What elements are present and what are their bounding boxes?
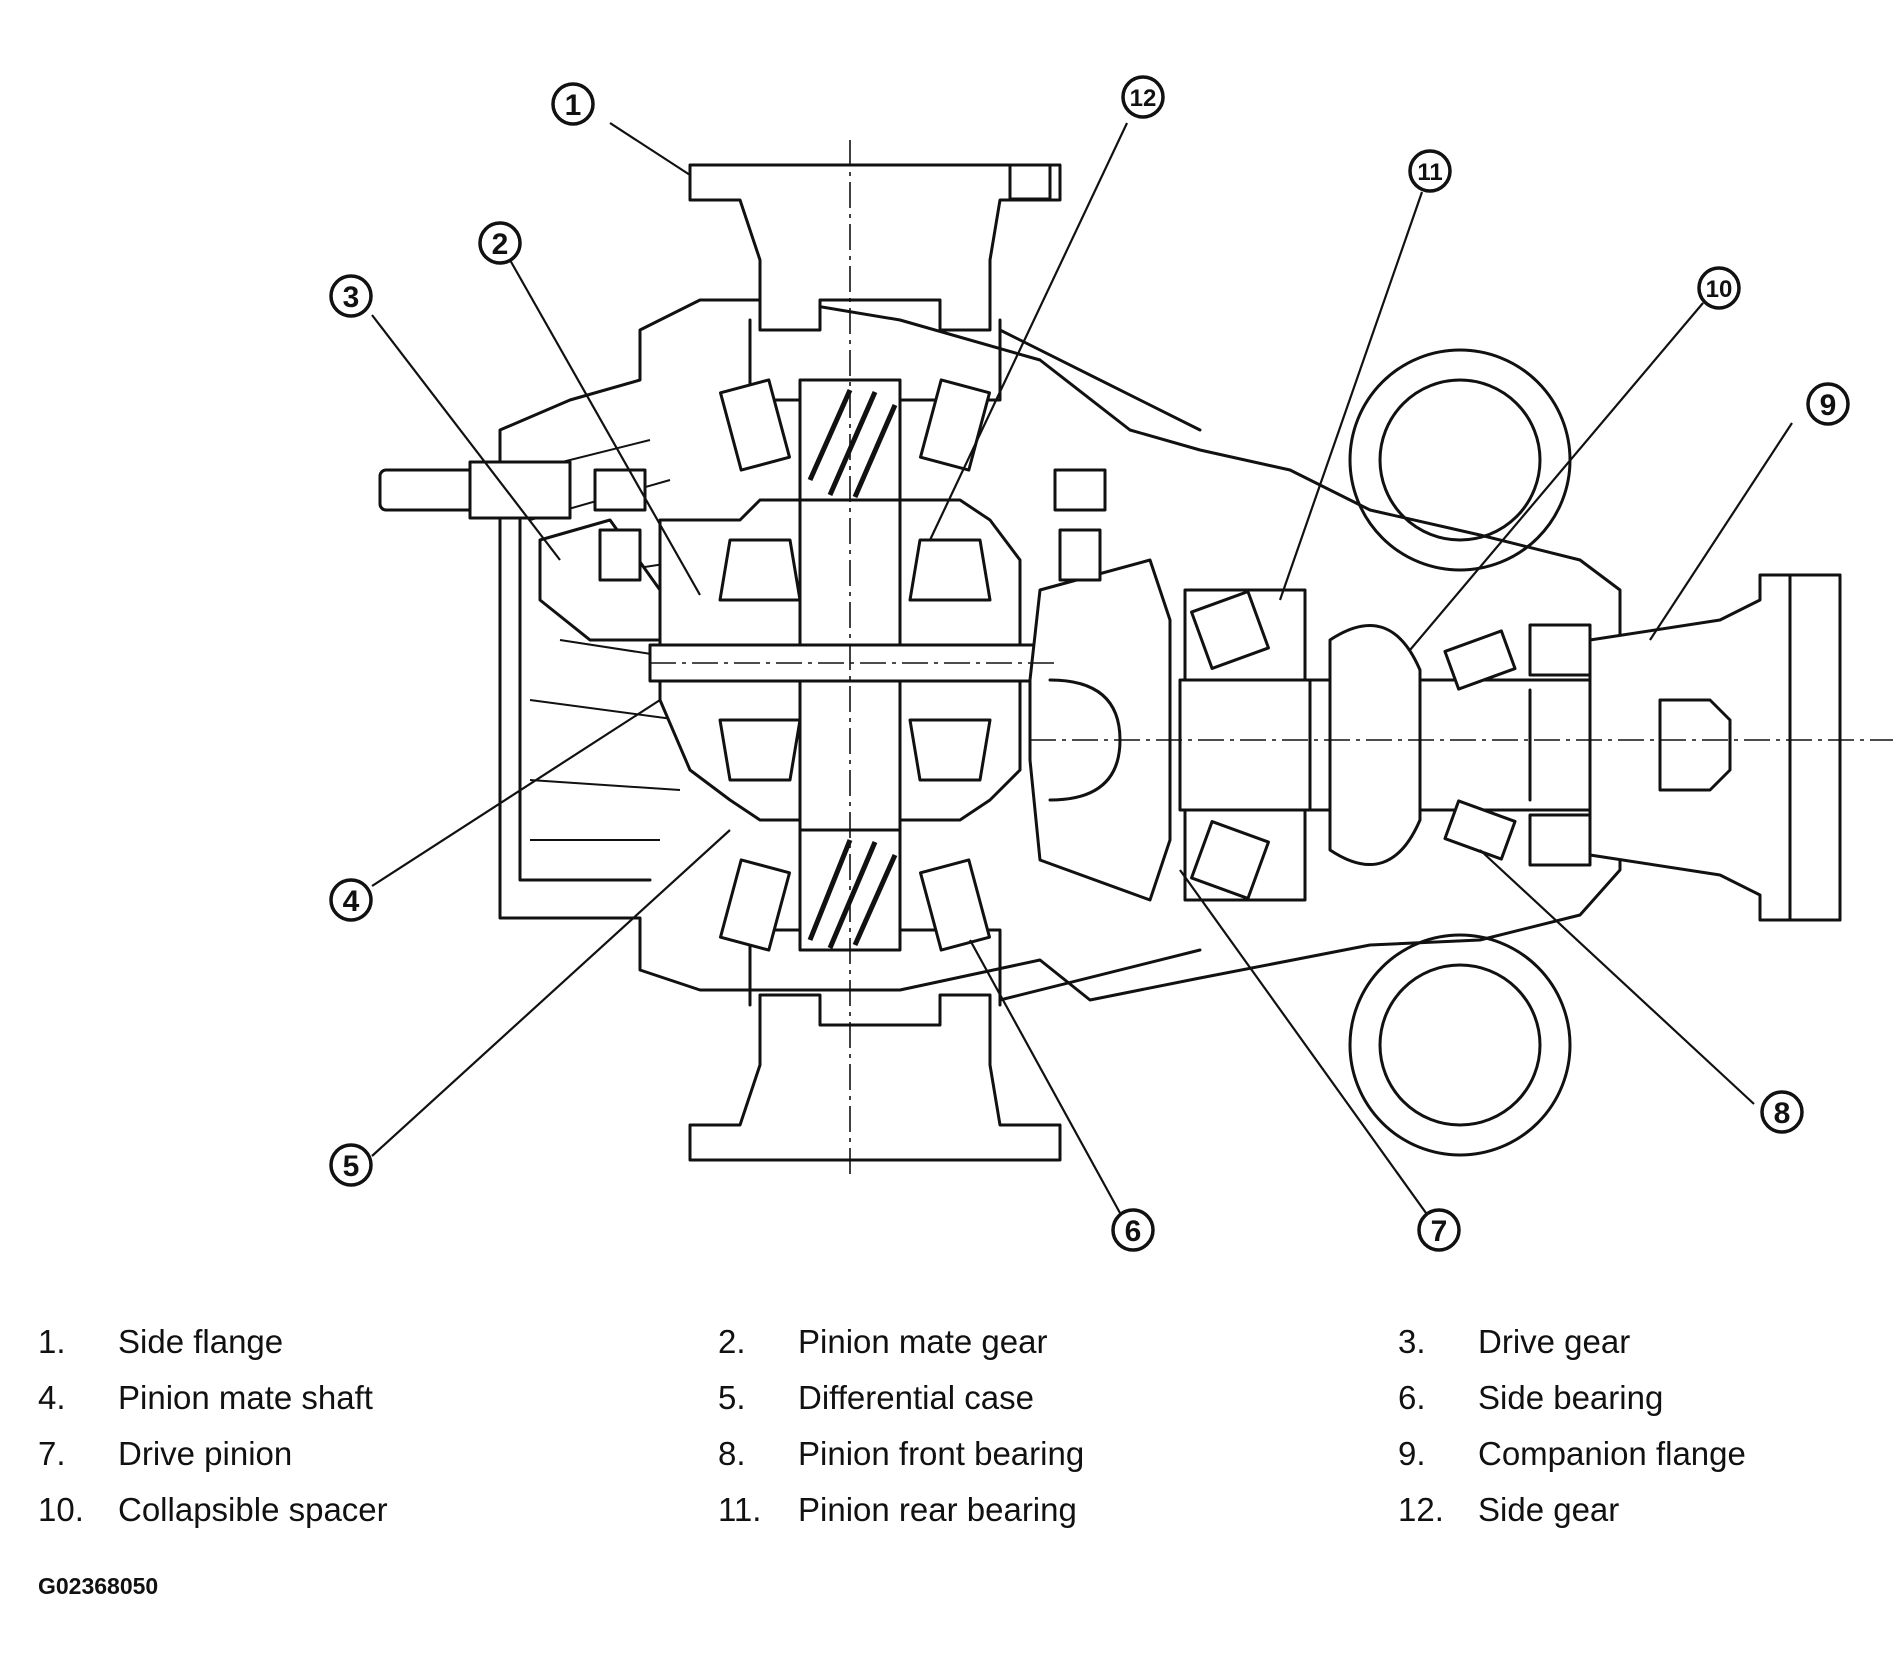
lower-mount-boss-inner	[1378, 963, 1542, 1127]
pinion-rear-bearing	[1183, 588, 1307, 902]
legend-number: 11.	[718, 1491, 762, 1528]
housing-inner-wall	[518, 328, 1202, 1002]
callout-3: 3	[329, 274, 373, 318]
legend-number: 2.	[718, 1323, 746, 1360]
pinion-mate-gear-top-right	[908, 538, 992, 602]
companion-flange-face	[1788, 573, 1842, 922]
legend-number: 1.	[38, 1323, 66, 1360]
svg-text:8: 8	[1774, 1097, 1791, 1130]
pinion-mate-gear-top	[718, 538, 802, 602]
differential-cross-section-diagram: 1 2 3 4 5 6 7 8 9 10 11 12	[329, 75, 1893, 1252]
svg-text:7: 7	[1431, 1215, 1448, 1248]
housing-outline	[498, 298, 1622, 1002]
leader-lines	[371, 122, 1793, 1214]
side-bearing-top-left	[718, 378, 792, 472]
svg-text:10: 10	[1706, 276, 1733, 303]
svg-text:5: 5	[343, 1150, 360, 1183]
callout-11: 11	[1408, 149, 1452, 193]
legend-number: 4.	[38, 1379, 66, 1416]
legend-number: 9.	[1398, 1435, 1426, 1472]
legend-label: Pinion mate gear	[798, 1323, 1048, 1360]
legend-label: Pinion mate shaft	[118, 1379, 373, 1416]
parts-legend: 1. Side flange 2. Pinion mate gear 3. Dr…	[38, 1322, 1858, 1552]
svg-text:11: 11	[1417, 159, 1442, 186]
pinion-front-bearing	[1443, 629, 1517, 861]
callout-12: 12	[1121, 75, 1165, 119]
case-bolt-left-head	[593, 468, 647, 512]
callout-6: 6	[1111, 1208, 1155, 1252]
drive-gear-right	[1028, 558, 1172, 902]
collapsible-spacer	[1328, 624, 1422, 866]
side-bearing-bottom-right	[918, 858, 992, 952]
svg-text:12: 12	[1130, 85, 1157, 112]
svg-text:4: 4	[343, 885, 360, 918]
svg-text:1: 1	[565, 89, 582, 122]
legend-label: Drive gear	[1478, 1323, 1631, 1360]
case-bolt-left	[598, 528, 642, 582]
svg-text:6: 6	[1125, 1215, 1142, 1248]
callout-4: 4	[329, 878, 373, 922]
svg-text:3: 3	[343, 281, 360, 314]
svg-text:9: 9	[1820, 389, 1837, 422]
legend-label: Pinion rear bearing	[798, 1491, 1077, 1528]
bottom-side-flange	[688, 993, 1062, 1162]
diagram-drawing: 1 2 3 4 5 6 7 8 9 10 11 12	[329, 75, 1893, 1252]
legend-number: 12.	[1398, 1491, 1444, 1528]
legend-label: Side bearing	[1478, 1379, 1664, 1416]
legend-label: Drive pinion	[118, 1435, 293, 1472]
upper-mount-boss-outer	[1348, 348, 1572, 572]
legend-number: 3.	[1398, 1323, 1426, 1360]
pinion-nut	[1658, 698, 1732, 792]
top-flange-bolt	[1008, 163, 1052, 201]
callout-10: 10	[1697, 266, 1741, 310]
case-bolt-right-head	[1053, 468, 1107, 512]
legend-number: 10.	[38, 1491, 84, 1528]
legend-label: Side gear	[1478, 1491, 1620, 1528]
callout-1: 1	[551, 82, 595, 126]
legend-number: 6.	[1398, 1379, 1426, 1416]
top-side-flange	[688, 163, 1062, 332]
pinion-mate-gear-bottom-right	[908, 718, 992, 782]
case-bolt-right	[1058, 528, 1102, 582]
legend-label: Side flange	[118, 1323, 284, 1360]
upper-mount-boss-inner	[1378, 378, 1542, 542]
pinion-mate-gear-bottom	[718, 718, 802, 782]
callout-7: 7	[1417, 1208, 1461, 1252]
callout-9: 9	[1806, 382, 1850, 426]
legend-number: 5.	[718, 1379, 746, 1416]
legend-label: Differential case	[798, 1379, 1035, 1416]
legend-label: Collapsible spacer	[118, 1491, 388, 1528]
svg-text:2: 2	[492, 228, 509, 261]
left-stud-bolt	[378, 468, 482, 512]
figure-code: G02368050	[38, 1573, 159, 1599]
side-bearing-bottom-left	[718, 858, 792, 952]
legend-label: Pinion front bearing	[798, 1435, 1085, 1472]
legend-label: Companion flange	[1478, 1435, 1746, 1472]
callout-2: 2	[478, 221, 522, 265]
legend-number: 7.	[38, 1435, 66, 1472]
oil-seal	[1528, 623, 1592, 867]
lower-mount-boss-outer	[1348, 933, 1572, 1157]
legend-number: 8.	[718, 1435, 746, 1472]
callout-8: 8	[1760, 1090, 1804, 1134]
callout-5: 5	[329, 1143, 373, 1187]
side-bearing-top-right	[918, 378, 992, 472]
